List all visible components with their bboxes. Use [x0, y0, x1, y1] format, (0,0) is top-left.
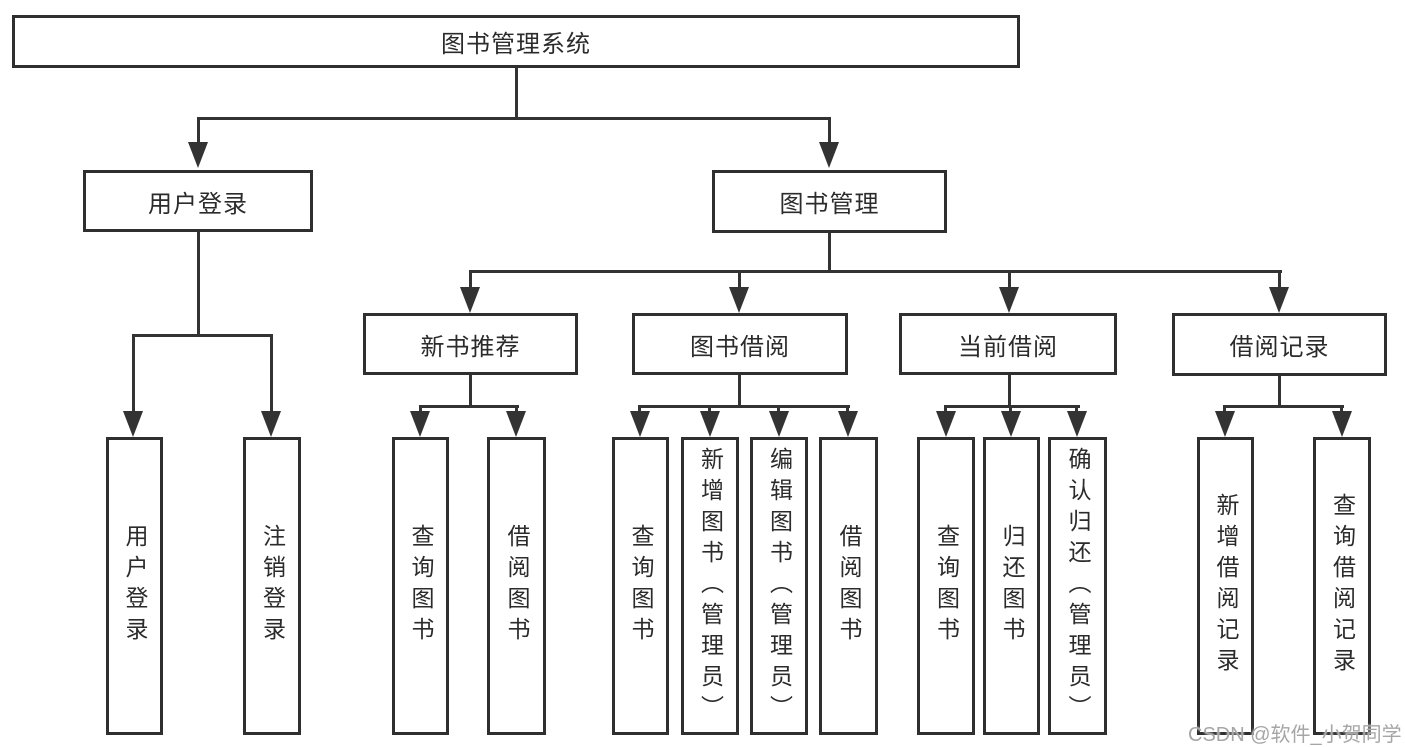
arrow-down-icon	[729, 287, 749, 313]
node-label: 图书借阅	[690, 333, 790, 361]
arrow-down-icon	[123, 411, 143, 437]
leaf-edit-books-admin: 编辑图书（管理员）	[750, 437, 808, 735]
leaf-borrow-books: 借阅图书	[819, 437, 878, 735]
connector-currentborrow-horizontal	[944, 405, 1080, 408]
connector-stub	[1075, 405, 1078, 415]
leaf-label: 借阅图书	[504, 524, 530, 648]
arrow-down-icon	[630, 411, 650, 437]
connector-bookborrow-horizontal	[638, 405, 850, 408]
leaf-query-books-recommend: 查询图书	[392, 437, 449, 735]
leaf-label: 查询图书	[933, 524, 960, 648]
connector-bookborrow-vertical	[738, 375, 741, 408]
node-borrow-record: 借阅记录	[1172, 313, 1387, 376]
arrow-down-icon	[188, 142, 208, 168]
connector-stub	[515, 405, 518, 415]
arrow-down-icon	[1001, 411, 1021, 437]
leaf-confirm-return-admin: 确认归还（管理员）	[1048, 437, 1107, 735]
arrow-down-icon	[700, 411, 720, 437]
leaf-user-login: 用户登录	[106, 437, 163, 735]
arrow-down-icon	[936, 411, 956, 437]
leaf-label: 查询借阅记录	[1329, 493, 1356, 679]
arrow-down-icon	[819, 142, 839, 168]
arrow-down-icon	[1067, 411, 1087, 437]
connector-borrowrecord-vertical	[1278, 376, 1281, 408]
leaf-label: 确认归还（管理员）	[1065, 446, 1091, 726]
connector-stub	[1008, 270, 1011, 290]
node-current-borrow: 当前借阅	[899, 313, 1117, 375]
connector-stub	[638, 405, 641, 415]
connector-userlogin-horizontal	[132, 334, 273, 337]
connector-currentborrow-vertical	[1008, 375, 1011, 408]
connector-stub	[708, 405, 711, 415]
connector-newbookrec-vertical	[469, 375, 472, 408]
connector-root-horizontal	[197, 117, 831, 120]
leaf-label: 编辑图书（管理员）	[766, 446, 793, 726]
connector-root-vertical	[515, 68, 518, 120]
node-label: 当前借阅	[958, 333, 1058, 361]
connector-stub	[270, 334, 273, 413]
node-new-book-recommend: 新书推荐	[363, 313, 578, 375]
connector-stub	[1009, 405, 1012, 415]
arrow-down-icon	[410, 411, 430, 437]
leaf-add-borrow-record: 新增借阅记录	[1197, 437, 1254, 735]
leaf-return-books: 归还图书	[983, 437, 1040, 735]
leaf-query-borrow-record: 查询借阅记录	[1313, 437, 1371, 735]
connector-stub	[419, 405, 422, 415]
node-label: 借阅记录	[1229, 334, 1330, 361]
node-label: 图书管理系统	[441, 31, 591, 58]
node-book-borrow: 图书借阅	[632, 313, 848, 375]
leaf-label: 新增图书（管理员）	[697, 446, 724, 726]
arrow-down-icon	[1215, 411, 1235, 437]
csdn-watermark: CSDN @软件_小贺同学	[1188, 724, 1402, 746]
arrow-down-icon	[1332, 411, 1352, 437]
leaf-borrow-books-recommend: 借阅图书	[487, 437, 546, 735]
leaf-logout: 注销登录	[243, 437, 301, 735]
leaf-label: 新增借阅记录	[1213, 493, 1239, 679]
connector-bookmgmt-vertical	[828, 233, 831, 273]
connector-stub	[469, 270, 472, 290]
connector-stub	[828, 117, 831, 145]
leaf-label: 查询图书	[408, 524, 434, 648]
leaf-label: 用户登录	[122, 524, 148, 648]
node-label: 用户登录	[148, 190, 248, 218]
leaf-query-books-current: 查询图书	[917, 437, 975, 735]
node-label: 新书推荐	[420, 333, 521, 361]
connector-borrowrecord-horizontal	[1223, 405, 1344, 408]
leaf-label: 归还图书	[999, 524, 1025, 648]
arrow-down-icon	[460, 287, 480, 313]
node-user-login: 用户登录	[83, 170, 313, 232]
connector-stub	[1278, 270, 1281, 290]
node-label: 图书管理	[779, 191, 880, 218]
leaf-label: 查询图书	[628, 524, 654, 648]
node-library-management-system: 图书管理系统	[12, 15, 1020, 68]
connector-stub	[944, 405, 947, 415]
arrow-down-icon	[506, 411, 526, 437]
leaf-query-books-borrow: 查询图书	[612, 437, 669, 735]
connector-stub	[846, 405, 849, 415]
leaf-label: 注销登录	[259, 524, 286, 648]
connector-stub	[738, 270, 741, 290]
connector-stub	[197, 117, 200, 145]
connector-newbookrec-horizontal	[419, 405, 519, 408]
connector-userlogin-vertical	[197, 232, 200, 337]
connector-bookmgmt-horizontal	[469, 270, 1282, 273]
arrow-down-icon	[838, 411, 858, 437]
connector-stub	[1223, 405, 1226, 415]
connector-stub	[1340, 405, 1343, 415]
leaf-add-books-admin: 新增图书（管理员）	[681, 437, 739, 735]
connector-stub	[132, 334, 135, 413]
arrow-down-icon	[999, 287, 1019, 313]
arrow-down-icon	[1269, 287, 1289, 313]
arrow-down-icon	[769, 411, 789, 437]
connector-stub	[777, 405, 780, 415]
leaf-label: 借阅图书	[836, 524, 862, 648]
arrow-down-icon	[261, 411, 281, 437]
node-book-management: 图书管理	[712, 170, 947, 233]
